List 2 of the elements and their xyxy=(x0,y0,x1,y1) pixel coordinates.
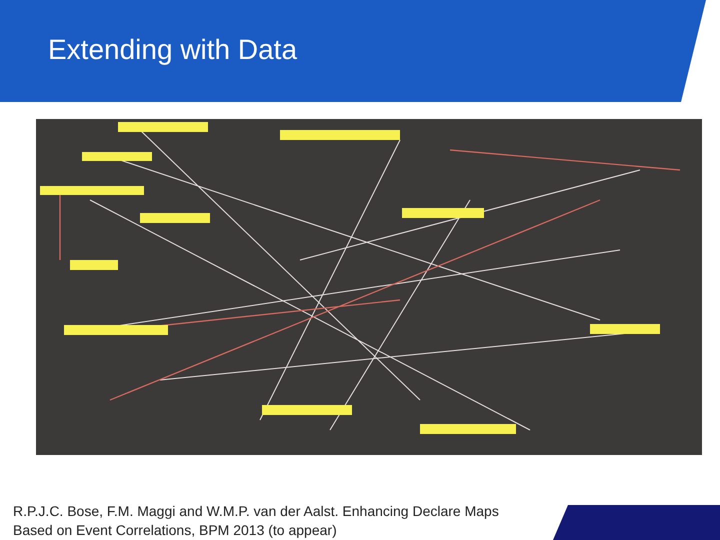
slide-title: Extending with Data xyxy=(48,34,298,66)
citation: R.P.J.C. Bose, F.M. Maggi and W.M.P. van der Aalst. Enhancing Declare Maps Based on Event Correlations, BPM 2013 (to appear) xyxy=(13,502,500,540)
